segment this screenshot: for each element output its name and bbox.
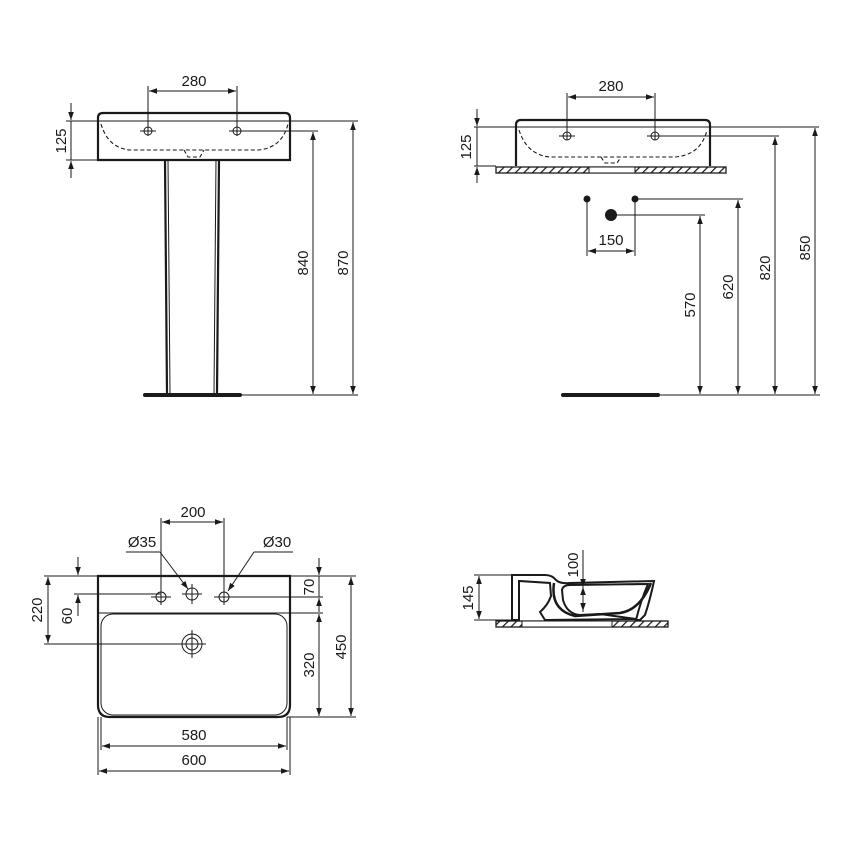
dim-tap-hole-spacing: 200 xyxy=(180,504,205,521)
dim-bowl-depth: 100 xyxy=(565,552,582,577)
dim-total-height: 870 xyxy=(335,250,352,275)
basin-outline xyxy=(514,118,712,166)
basin-outer-outline xyxy=(96,574,292,719)
tap-hole-center xyxy=(182,584,202,604)
dim-diameter-30: Ø30 xyxy=(263,534,291,551)
dim-waste-spacing: 150 xyxy=(598,232,623,249)
pedestal-front-view: 280 125 840 870 xyxy=(53,73,358,397)
basin-bowl-hidden xyxy=(518,129,708,158)
dim-tap-spacing: 280 xyxy=(181,73,206,90)
dim-deck-depth: 70 xyxy=(301,579,318,596)
dim-bowl-width: 580 xyxy=(181,727,206,744)
dim-diameter-35: Ø35 xyxy=(128,534,156,551)
dim-tap-height: 840 xyxy=(295,250,312,275)
dim-overall-height: 145 xyxy=(460,585,477,610)
bowl-outline xyxy=(100,613,288,716)
pedestal-left-edge xyxy=(163,159,169,394)
dim-tap-hole-offset: 60 xyxy=(59,608,76,625)
dim-basin-height: 125 xyxy=(458,134,475,159)
dim-waste-height: 570 xyxy=(682,292,699,317)
dim-supply-height: 620 xyxy=(720,274,737,299)
dim-total-depth: 450 xyxy=(333,634,350,659)
countertop-front-view: 280 125 150 570 620 820 850 xyxy=(458,78,820,397)
basin-profile xyxy=(511,574,656,622)
dim-tap-spacing: 280 xyxy=(598,78,623,95)
dim-bowl-depth: 320 xyxy=(301,652,318,677)
dim-basin-height: 125 xyxy=(53,128,70,153)
plan-view: 200 Ø35 Ø30 60 220 70 320 450 xyxy=(29,504,356,775)
dim-tap-height: 820 xyxy=(757,255,774,280)
basin-outline xyxy=(96,111,292,162)
dim-total-width: 600 xyxy=(181,752,206,769)
side-view: 145 100 xyxy=(460,550,669,628)
dim-total-height: 850 xyxy=(797,235,814,260)
dim-waste-offset: 220 xyxy=(29,597,46,622)
pedestal-right-edge xyxy=(215,159,221,394)
basin-bowl-hidden xyxy=(100,123,289,151)
